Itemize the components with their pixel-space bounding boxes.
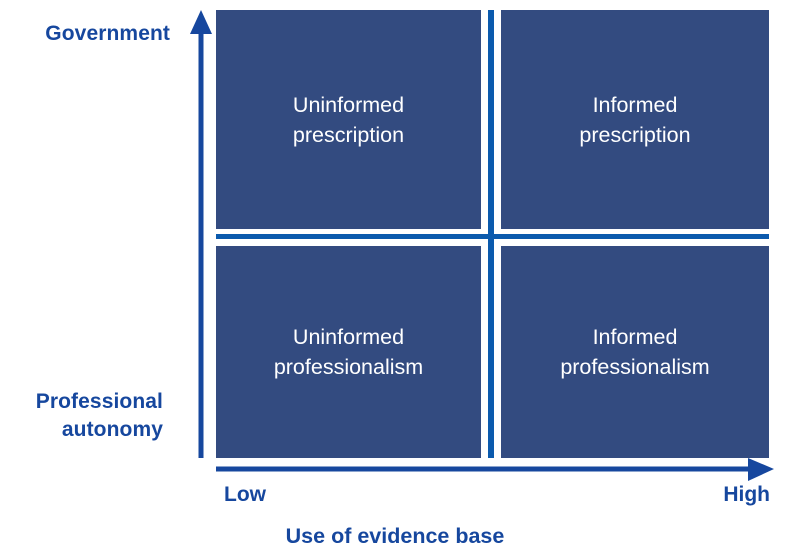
x-axis-title: Use of evidence base bbox=[285, 524, 505, 548]
quadrant-informed-prescription[interactable]: Informed prescription bbox=[501, 10, 769, 229]
quadrant-label: Informed prescription bbox=[579, 92, 691, 147]
quadrant-uninformed-professionalism[interactable]: Uninformed professionalism bbox=[216, 246, 481, 458]
quadrant-matrix: Uninformed prescription Informed prescri… bbox=[216, 10, 769, 458]
x-axis-high-label: High bbox=[723, 483, 770, 506]
y-axis-bottom-label: Professional autonomy bbox=[35, 390, 163, 441]
x-axis-arrow-icon bbox=[216, 458, 774, 481]
quadrant-uninformed-prescription[interactable]: Uninformed prescription bbox=[216, 10, 481, 229]
horizontal-divider-line bbox=[216, 234, 769, 239]
quadrant-label: Informed professionalism bbox=[560, 325, 710, 379]
quadrant-informed-professionalism[interactable]: Informed professionalism bbox=[501, 246, 769, 458]
y-axis-top-label: Government bbox=[45, 22, 170, 45]
y-axis-arrow-icon bbox=[190, 10, 212, 458]
quadrant-label: Uninformed prescription bbox=[292, 92, 405, 147]
quadrant-label: Uninformed professionalism bbox=[273, 325, 424, 379]
x-axis-low-label: Low bbox=[224, 483, 266, 506]
